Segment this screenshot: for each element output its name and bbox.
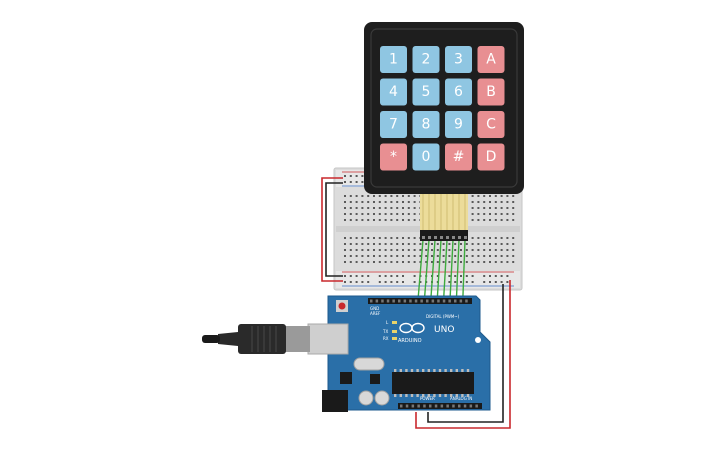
keypad-key-label: D	[486, 149, 497, 165]
keypad-key[interactable]	[445, 111, 472, 138]
keypad-key-label: 7	[389, 117, 398, 133]
arduino-uno-board[interactable]: DIGITAL (PWM~) POWER ANALOG IN L TX RX	[307, 295, 491, 412]
keypad-key-label: B	[486, 84, 496, 100]
model-label: UNO	[434, 325, 454, 335]
keypad-key-label: 1	[389, 52, 398, 68]
keypad-key-label: 6	[454, 84, 463, 100]
keypad-key-label: 5	[422, 84, 431, 100]
keypad-key[interactable]	[477, 111, 505, 138]
rx-label: RX	[383, 336, 389, 341]
keypad-key-label: 2	[422, 52, 431, 68]
keypad-key-label: 3	[454, 52, 463, 68]
wire-red-5v[interactable]	[415, 280, 511, 429]
usb-chip	[370, 374, 380, 384]
power-analog-header	[398, 403, 482, 409]
analog-label: ANALOG IN	[450, 396, 472, 401]
keypad-key[interactable]	[380, 46, 407, 73]
brand-label: ARDUINO	[398, 338, 422, 344]
digital-label: DIGITAL (PWM~)	[426, 314, 460, 319]
keypad-4x4[interactable]: 1 2 3 A 4 5 6 B 7 8 9 C * 0 # D	[364, 22, 524, 194]
keypad-key[interactable]	[445, 46, 472, 73]
keypad-key-label: 9	[454, 117, 463, 133]
usb-connector	[307, 323, 349, 355]
keypad-key[interactable]	[445, 78, 472, 106]
keypad-key[interactable]	[412, 46, 440, 73]
capacitor	[358, 390, 374, 406]
keypad-key[interactable]	[477, 46, 505, 73]
keypad-ribbon-cable	[420, 192, 468, 230]
keypad-key-label: 0	[422, 149, 431, 165]
l-label: L	[386, 320, 389, 325]
keypad-key[interactable]	[477, 78, 505, 106]
wires	[321, 177, 511, 429]
keypad-signal-wires[interactable]	[417, 239, 466, 301]
keypad-key[interactable]	[445, 143, 472, 171]
keypad-key[interactable]	[412, 78, 440, 106]
tx-label: TX	[382, 329, 388, 334]
keypad-pin-header	[420, 228, 468, 241]
crystal-oscillator	[353, 357, 385, 371]
voltage-regulator	[340, 372, 352, 384]
atmega-microcontroller	[392, 372, 474, 394]
keypad-key-label: C	[486, 117, 496, 133]
wire-red-left-rail[interactable]	[321, 177, 343, 282]
keypad-key[interactable]	[412, 143, 440, 171]
keypad-key[interactable]	[412, 111, 440, 138]
keypad-key-label: A	[486, 52, 496, 68]
mounting-hole	[475, 337, 481, 343]
digital-header	[368, 298, 472, 304]
keypad-key-label: 4	[389, 84, 398, 100]
aref-label: AREF	[370, 311, 381, 316]
power-label: POWER	[420, 396, 435, 401]
keypad-key[interactable]	[380, 78, 407, 106]
keypad-key-label: *	[390, 149, 397, 165]
led-tx	[392, 330, 397, 333]
reset-button-cap[interactable]	[338, 302, 346, 310]
led-l	[392, 321, 397, 324]
arduino-logo-icon	[399, 322, 425, 334]
usb-cable	[202, 324, 310, 354]
power-jack	[322, 390, 348, 412]
keypad-key[interactable]	[380, 111, 407, 138]
wire-black-left-rail[interactable]	[325, 182, 343, 277]
keypad-key-label: 8	[422, 117, 431, 133]
led-rx	[392, 337, 397, 340]
keypad-key[interactable]	[477, 143, 505, 171]
keypad-key-label: #	[453, 149, 465, 165]
wire-black-gnd[interactable]	[427, 284, 504, 423]
keypad-key[interactable]	[380, 143, 407, 171]
capacitor	[374, 390, 390, 406]
gnd-label: GND	[370, 306, 379, 311]
